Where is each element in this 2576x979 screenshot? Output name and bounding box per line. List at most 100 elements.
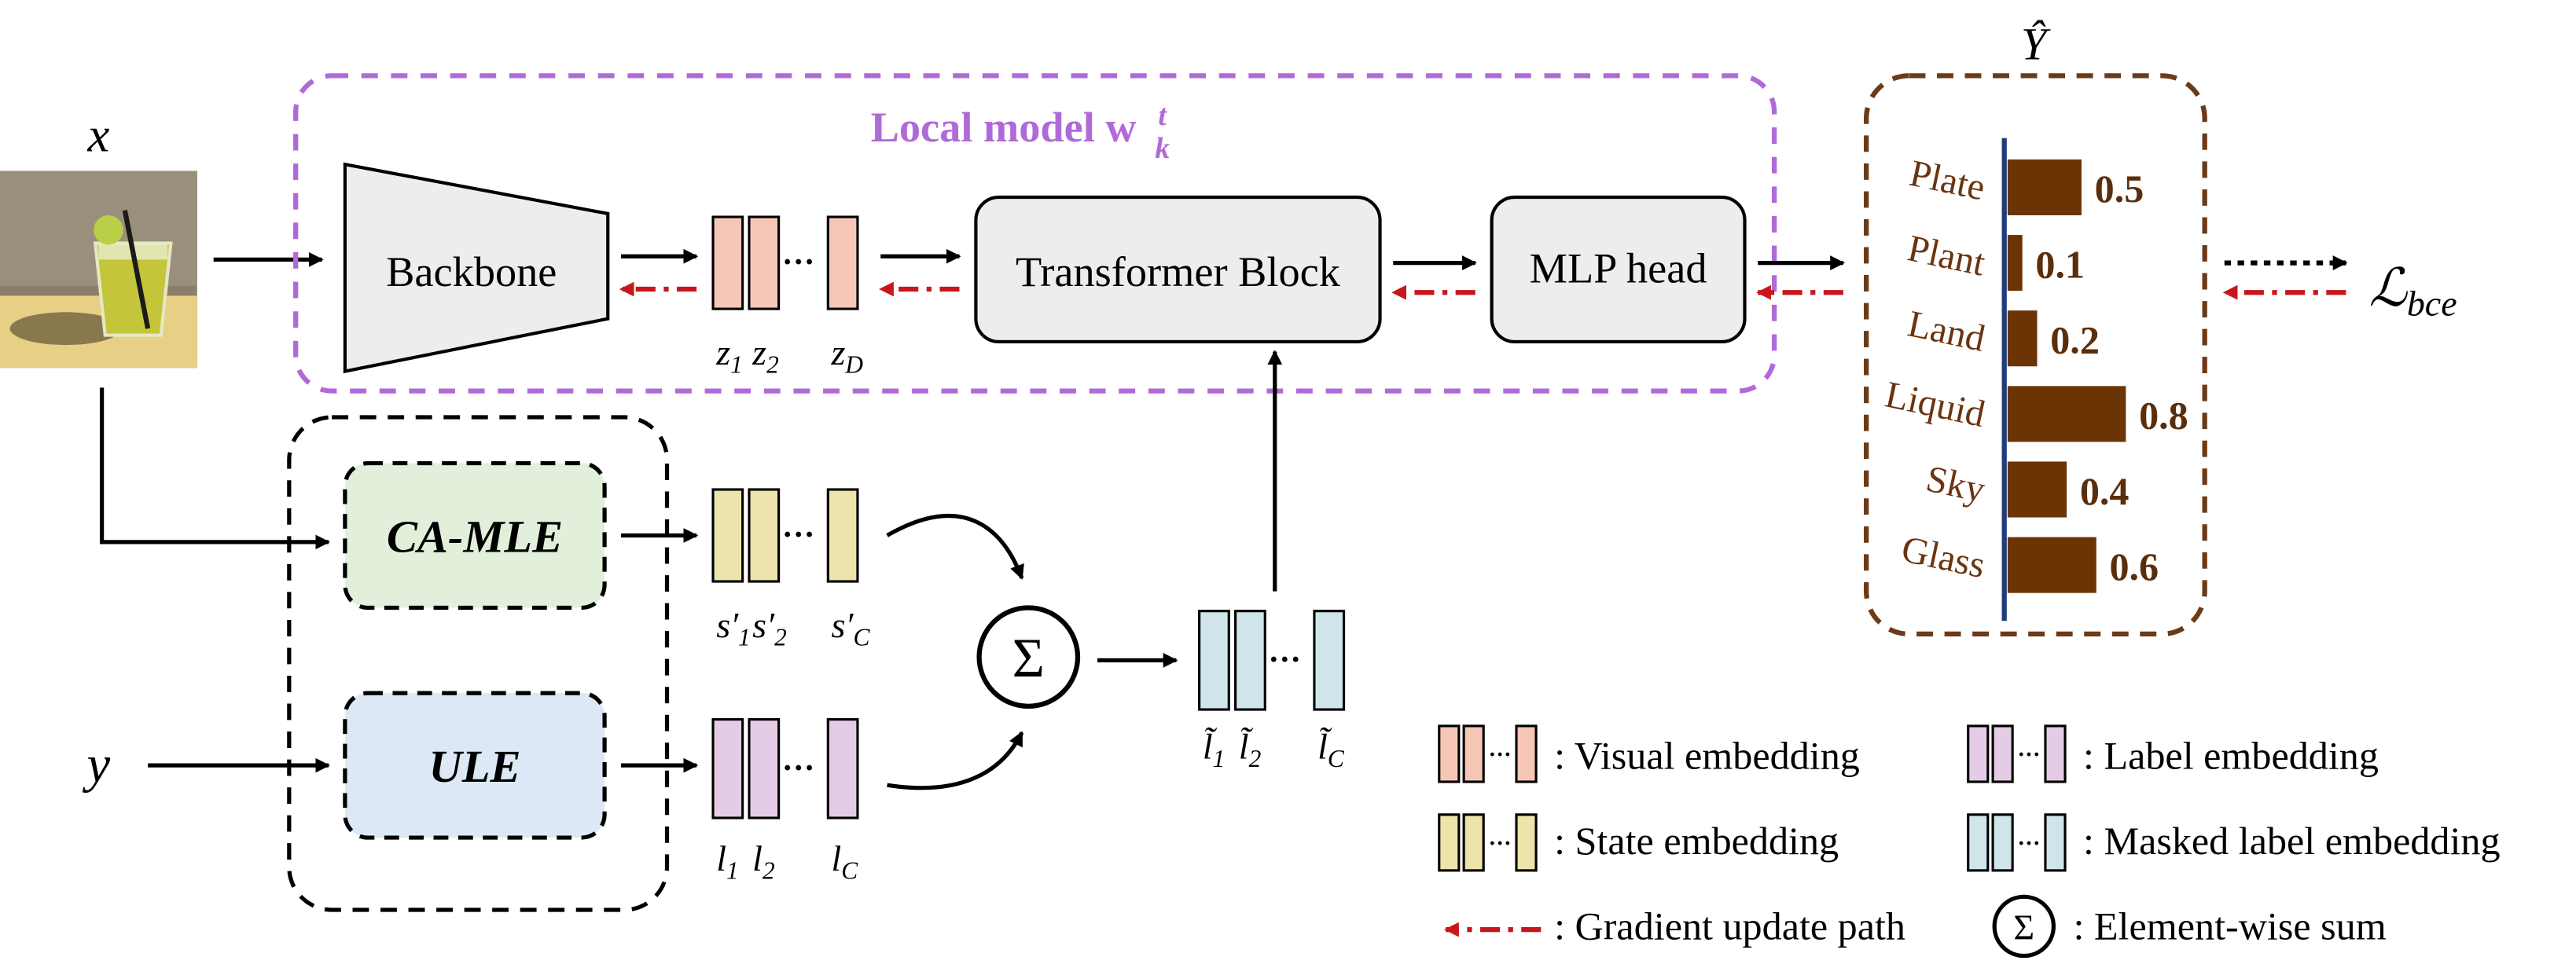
legend-label-text: : Label embedding (2083, 733, 2379, 777)
token-label: l̃1 (1203, 726, 1225, 772)
bar-value: 0.8 (2139, 394, 2188, 438)
bar-value: 0.6 (2109, 544, 2159, 588)
legend-token-ellipsis: ··· (2017, 831, 2040, 856)
legend-token-cell (2044, 813, 2067, 872)
token-label: z2 (751, 332, 779, 378)
token-cell (711, 718, 744, 820)
output-title: Ŷ (2021, 18, 2051, 69)
transformer-label: Transformer Block (1016, 248, 1341, 295)
input-y-label: y (83, 735, 111, 794)
legend-sum-node (1992, 894, 2056, 959)
token-label: l̃C (1317, 726, 1345, 772)
bar-label: Sky (1923, 458, 1989, 511)
loss-label: ℒbce (2369, 259, 2457, 324)
legend-token-ellipsis: ··· (2017, 742, 2040, 768)
bar-plate (2007, 159, 2082, 215)
token-cell (1198, 610, 1230, 711)
masked-token-group: ··· l̃1 l̃2 l̃C (1198, 610, 1346, 772)
bar-value: 0.5 (2095, 167, 2144, 211)
label-token-group: ··· l1 l2 lC (711, 718, 859, 884)
bar-glass (2007, 537, 2096, 593)
arrow-state-to-sum (886, 513, 1024, 580)
token-cell (1234, 610, 1266, 711)
token-label: s′2 (752, 605, 787, 651)
token-label: l2 (752, 838, 774, 884)
legend-sum-symbol: Σ (2013, 908, 2034, 948)
local-model-title: Local model w (871, 104, 1137, 151)
legend-token-ellipsis: ··· (1488, 742, 1511, 768)
legend-token-cell (1967, 813, 1990, 872)
token-ellipsis: ··· (782, 244, 815, 280)
token-label: s′C (832, 605, 871, 651)
bar-plant (2007, 235, 2023, 292)
ule-block (343, 691, 607, 840)
input-image (0, 170, 197, 368)
bar-label: Liquid (1882, 373, 1989, 434)
token-cell (711, 488, 744, 583)
legend-gradient-text: : Gradient update path (1554, 904, 1905, 948)
transformer-block (974, 195, 1382, 343)
bar-liquid (2007, 386, 2126, 442)
token-cell (748, 488, 781, 583)
arrow-x-to-camle (99, 387, 331, 550)
token-cell (1313, 610, 1346, 711)
local-model-sub: k (1155, 132, 1170, 165)
legend-sum-text: : Element-wise sum (2073, 904, 2386, 948)
bar-value: 0.4 (2080, 469, 2130, 513)
camle-label: CA-MLE (387, 511, 563, 562)
local-model-box (293, 73, 1777, 394)
sum-symbol: Σ (1012, 628, 1045, 689)
token-cell (711, 215, 744, 310)
ule-label: ULE (428, 741, 520, 792)
legend-token-cell (1438, 813, 1461, 872)
token-label: l1 (716, 838, 738, 884)
token-label: l̃2 (1239, 726, 1261, 772)
legend-token-cell (1438, 724, 1461, 783)
local-model-sup: t (1158, 99, 1167, 132)
bar-value: 0.1 (2035, 242, 2085, 286)
legend-visual-text: : Visual embedding (1554, 733, 1860, 777)
bar-label: Land (1904, 302, 1989, 359)
bar-label: Plate (1906, 152, 1989, 209)
embedding-module-box (287, 415, 670, 912)
token-label: zD (831, 332, 864, 378)
input-x-label: x (86, 107, 109, 162)
mlp-head-block (1490, 195, 1747, 343)
token-ellipsis: ··· (1268, 642, 1301, 678)
token-cell (826, 488, 859, 583)
backbone-block (343, 162, 610, 374)
bar-land (2007, 310, 2038, 367)
token-label: s′1 (716, 605, 751, 651)
legend-masked-text: : Masked label embedding (2083, 819, 2501, 863)
legend-token-cell (1515, 813, 1538, 872)
bar-sky (2007, 461, 2067, 518)
token-label: z1 (715, 332, 743, 378)
legend-token-cell (1462, 724, 1485, 783)
legend: ··· : Visual embedding ··· : Label embeddin… (1438, 724, 2501, 959)
legend-token-cell (2044, 724, 2067, 783)
arrow-label-to-sum (887, 731, 1024, 790)
bar-label: Glass (1898, 528, 1988, 586)
output-box (1864, 73, 2207, 637)
token-cell (826, 215, 859, 310)
token-ellipsis: ··· (782, 517, 815, 553)
token-label: lC (832, 838, 859, 884)
token-cell (826, 718, 859, 820)
token-cell (748, 718, 781, 820)
legend-token-cell (1991, 724, 2014, 783)
token-ellipsis: ··· (782, 750, 815, 786)
legend-token-cell (1967, 724, 1990, 783)
legend-token-cell (1462, 813, 1485, 872)
legend-token-ellipsis: ··· (1488, 831, 1511, 856)
token-cell (748, 215, 781, 310)
bar-label: Plant (1904, 227, 1989, 284)
camle-block (343, 460, 607, 610)
backbone-label: Backbone (386, 248, 557, 295)
legend-state-text: : State embedding (1554, 819, 1839, 863)
legend-token-cell (1515, 724, 1538, 783)
legend-token-cell (1991, 813, 2014, 872)
